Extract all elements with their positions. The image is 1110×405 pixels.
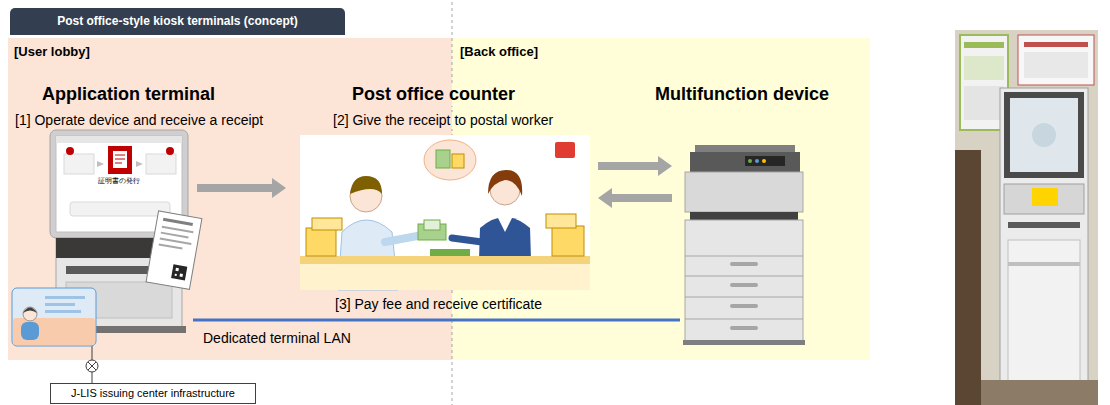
region-label: [User lobby]	[14, 44, 90, 60]
step-caption: [1] Operate device and receive a receipt	[15, 112, 263, 129]
post-office-counter: Post office counter[2] Give the receipt …	[290, 135, 590, 290]
node-heading: Post office counter	[352, 84, 515, 106]
connector-label: Dedicated terminal LAN	[203, 330, 351, 347]
box-label: J-LIS issuing center infrastructure	[57, 386, 249, 401]
step-caption: [3] Pay fee and receive certificate	[335, 296, 542, 313]
multifunction-device: Multifunction device	[680, 145, 802, 345]
step-caption: [2] Give the receipt to postal worker	[333, 112, 553, 129]
block-arrow-shape	[197, 178, 286, 198]
connection-symbol	[86, 360, 98, 372]
multifunction-printer-illustration	[683, 145, 805, 345]
kiosk-photo	[955, 30, 1098, 405]
id-card-illustration	[12, 288, 96, 346]
application-terminal: Application terminal[1] Operate device a…	[48, 130, 193, 335]
node-heading: Application terminal	[42, 84, 215, 106]
block-arrow	[197, 178, 286, 198]
infrastructure-box: J-LIS issuing center infrastructure	[50, 383, 256, 404]
connector-line	[193, 319, 680, 322]
block-arrow	[598, 156, 672, 176]
screen-text: 証明書の発行	[98, 177, 140, 185]
title-tab: Post office-style kiosk terminals (conce…	[10, 8, 345, 35]
block-arrow-shape	[598, 156, 672, 176]
node-heading: Multifunction device	[655, 84, 829, 106]
counter-illustration	[300, 135, 590, 290]
region-label: [Back office]	[460, 44, 538, 60]
block-arrow	[598, 188, 672, 208]
block-arrow-shape	[598, 188, 672, 208]
network-line	[193, 320, 680, 321]
receipt-illustration	[146, 211, 202, 290]
